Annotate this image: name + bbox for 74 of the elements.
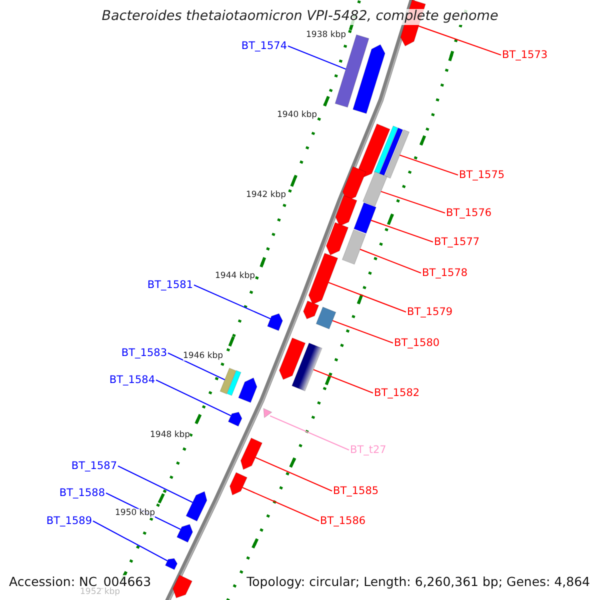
leader-line: [360, 248, 422, 274]
leader-line: [328, 282, 406, 313]
gene-block: [172, 574, 193, 598]
gene-label: BT_1580: [394, 338, 440, 348]
scale-label: 1940 kbp: [277, 110, 318, 120]
footer-note: Accession: NC_004663: [9, 575, 152, 590]
gene-block: [358, 123, 390, 178]
gene-label: BT_1577: [434, 236, 480, 248]
gene-label: BT_1584: [109, 374, 155, 386]
leader-line: [400, 154, 458, 176]
gene-label: BT_1587: [71, 460, 117, 472]
gene-bar: [342, 229, 366, 265]
leader-line: [156, 380, 232, 416]
footer-note: Topology: circular; Length: 6,260,361 bp; Genes: 4,864: [246, 575, 590, 590]
gene-label: BT_1581: [147, 280, 193, 290]
title: Bacteroides thetaiotaomicron VPI-5482, complete genome: [100, 9, 500, 24]
leader-line: [418, 26, 502, 56]
gene-label: BT_1573: [502, 50, 548, 60]
gene-label: BT_1589: [46, 516, 92, 526]
gene-label: BT_1586: [320, 516, 366, 526]
gene-block: [326, 222, 349, 256]
gene-block: [164, 558, 178, 570]
scale-label: 1946 kbp: [183, 352, 224, 360]
leader-line: [332, 320, 394, 344]
gene-bar: [362, 171, 388, 207]
leader-line: [255, 457, 332, 492]
leader-line: [288, 45, 346, 70]
gene-bar: [354, 202, 376, 234]
gene-block: [335, 195, 358, 226]
leader-line: [370, 220, 434, 243]
gene-block: [352, 44, 386, 114]
gene-label: BT_1575: [459, 170, 505, 180]
leader-line: [380, 190, 446, 214]
scale-label: 1948 kbp: [150, 430, 190, 440]
leader-line: [194, 284, 271, 320]
scale-label: 1942 kbp: [246, 190, 286, 200]
gene-label: BT_1579: [407, 306, 453, 318]
scale-label: 1952 kbp: [80, 588, 120, 596]
gene-label: BT_1585: [333, 486, 379, 496]
gene-block: [342, 166, 366, 202]
gene-block: [228, 412, 242, 427]
scale-label: 1950 kbp: [115, 508, 156, 518]
gene-bar: [378, 127, 404, 177]
gene-block: [278, 337, 306, 380]
trna-marker: [263, 408, 272, 418]
gene-bar: [292, 342, 322, 392]
leader-line: [168, 352, 225, 380]
leader-line: [92, 520, 168, 562]
gene-label: BT_1582: [374, 388, 420, 398]
gene-block: [308, 252, 338, 305]
gene-block: [267, 313, 283, 332]
leader-line: [118, 466, 193, 503]
scale-label: 1944 kbp: [215, 272, 256, 280]
gene-block: [303, 300, 320, 320]
gene-block: [186, 491, 208, 522]
gene-block: [176, 524, 194, 543]
gene-label: BT_1576: [446, 208, 492, 218]
leader-line: [270, 415, 350, 450]
gene-label: BT_t27: [350, 444, 386, 456]
gene-bar: [226, 370, 242, 396]
gene-bar: [384, 129, 410, 179]
leader-line: [242, 487, 320, 522]
gene-label: BT_1574: [241, 40, 287, 52]
gene-block: [230, 472, 248, 496]
gene-label: BT_1578: [422, 268, 468, 278]
gene-bar: [220, 368, 236, 394]
gene-bar: [316, 306, 336, 330]
scale-label: 1938 kbp: [306, 30, 346, 40]
gene-label: BT_1588: [59, 488, 105, 498]
gene-bar: [374, 125, 398, 175]
gene-block: [240, 438, 263, 470]
gene-label: BT_1583: [121, 348, 167, 358]
gene-block: [238, 377, 258, 403]
leader-line: [313, 369, 374, 394]
